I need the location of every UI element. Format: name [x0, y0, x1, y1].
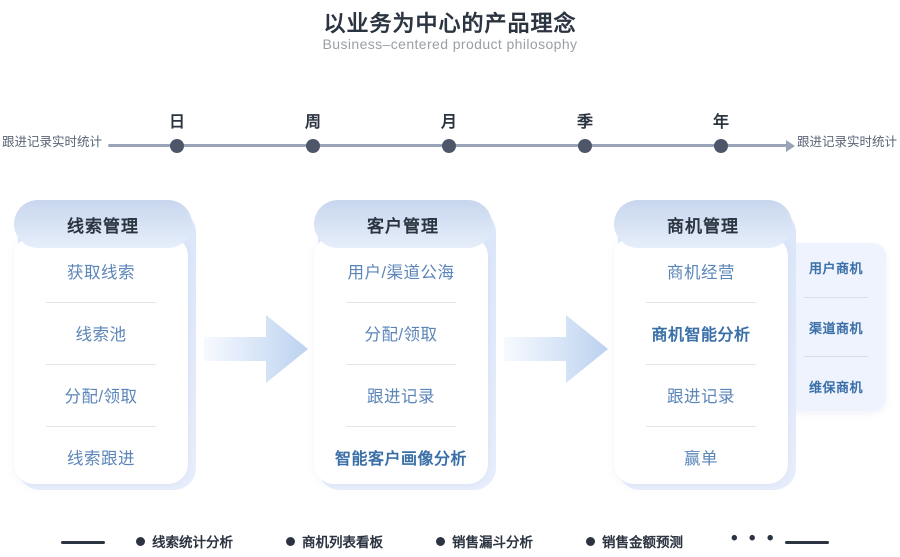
- card-body: 商机经营 商机智能分析 跟进记录 赢单: [614, 236, 788, 484]
- legend-item-label: 销售金额预测: [602, 535, 683, 550]
- legend-dot-icon: [286, 536, 295, 546]
- card-item-2[interactable]: 跟进记录: [367, 388, 435, 406]
- card-item-1-highlighted[interactable]: 商机智能分析: [651, 327, 751, 344]
- card-item-3[interactable]: 赢单: [684, 450, 718, 468]
- timeline-tick-label-3: 季: [576, 114, 594, 131]
- side-panel-separator: [804, 296, 868, 298]
- card-separator: [346, 363, 456, 365]
- side-panel-item-2[interactable]: 维保商机: [808, 380, 863, 395]
- timeline-right-label: 跟进记录实时统计: [797, 135, 898, 149]
- card-separator: [46, 425, 156, 427]
- card-item-0[interactable]: 获取线索: [67, 264, 135, 282]
- card-separator: [646, 425, 756, 427]
- side-panel-item-0[interactable]: 用户商机: [808, 261, 863, 276]
- card-separator: [646, 301, 756, 303]
- legend-dot-icon: [436, 536, 445, 546]
- side-panel-item-1[interactable]: 渠道商机: [808, 320, 863, 336]
- side-panel-opportunity-types: 用户商机 渠道商机 维保商机: [786, 243, 886, 411]
- card-separator: [346, 301, 456, 303]
- legend-item-1[interactable]: 商机列表看板: [286, 531, 383, 551]
- card-body: 用户/渠道公海 分配/领取 跟进记录 智能客户画像分析: [314, 236, 488, 484]
- card-item-3-highlighted[interactable]: 智能客户画像分析: [334, 451, 467, 468]
- flow-card-lead-management: 获取线索 线索池 分配/领取 线索跟进 线索管理: [14, 200, 196, 490]
- legend-item-label: 销售漏斗分析: [452, 535, 533, 550]
- card-separator: [46, 363, 156, 365]
- legend-ellipsis: • • •: [731, 528, 777, 549]
- timeline-tick-label-2: 月: [440, 114, 458, 131]
- side-panel-separator: [804, 356, 868, 358]
- timeline-dot-3: [578, 138, 592, 153]
- timeline-arrow-icon: [786, 139, 795, 152]
- legend-dot-icon: [586, 536, 595, 546]
- card-separator: [646, 363, 756, 365]
- card-header-pill: 线索管理: [14, 200, 192, 248]
- legend-item-0[interactable]: 线索统计分析: [136, 531, 233, 551]
- card-separator: [46, 301, 156, 303]
- page-title: 以业务为中心的产品理念: [323, 11, 577, 36]
- legend-line-start: [61, 541, 105, 544]
- card-item-3[interactable]: 线索跟进: [67, 450, 135, 468]
- legend-item-label: 商机列表看板: [302, 535, 383, 550]
- card-item-1[interactable]: 线索池: [75, 326, 127, 344]
- timeline-dot-2: [442, 138, 456, 153]
- timeline-tick-label-0: 日: [168, 114, 186, 131]
- legend-line-end: [785, 541, 829, 544]
- page-subtitle: Business–centered product philosophy: [322, 36, 578, 52]
- timeline-tick-label-1: 周: [304, 114, 322, 131]
- card-body: 获取线索 线索池 分配/领取 线索跟进: [14, 236, 188, 484]
- legend-bar: 线索统计分析 商机列表看板 销售漏斗分析 销售金额预测 • • •: [0, 528, 900, 557]
- card-title: 商机管理: [667, 216, 739, 236]
- card-separator: [346, 425, 456, 427]
- timeline-tick-label-4: 年: [712, 114, 730, 131]
- card-title: 线索管理: [67, 216, 139, 236]
- card-title: 客户管理: [367, 216, 439, 236]
- timeline: 跟进记录实时统计 跟进记录实时统计 日 周 月 季 年: [0, 100, 900, 162]
- timeline-dot-0: [170, 138, 184, 153]
- card-item-2[interactable]: 跟进记录: [667, 388, 735, 406]
- arrow-right-icon: [504, 313, 614, 385]
- legend-dot-icon: [136, 536, 145, 546]
- card-item-2[interactable]: 分配/领取: [64, 388, 138, 406]
- card-header-pill: 商机管理: [614, 200, 792, 248]
- flow-card-customer-management: 用户/渠道公海 分配/领取 跟进记录 智能客户画像分析 客户管理: [314, 200, 496, 490]
- card-item-1[interactable]: 分配/领取: [364, 326, 438, 344]
- timeline-dot-1: [306, 138, 320, 153]
- legend-item-3[interactable]: 销售金额预测: [586, 531, 683, 551]
- legend-item-label: 线索统计分析: [152, 535, 233, 550]
- arrow-right-icon: [204, 313, 314, 385]
- timeline-left-label: 跟进记录实时统计: [2, 135, 103, 149]
- card-item-0[interactable]: 商机经营: [667, 264, 735, 282]
- timeline-dot-4: [714, 138, 728, 153]
- legend-item-2[interactable]: 销售漏斗分析: [436, 531, 533, 551]
- card-header-pill: 客户管理: [314, 200, 492, 248]
- card-item-0[interactable]: 用户/渠道公海: [347, 264, 455, 282]
- flow-card-opportunity-management: 商机经营 商机智能分析 跟进记录 赢单 商机管理: [614, 200, 796, 490]
